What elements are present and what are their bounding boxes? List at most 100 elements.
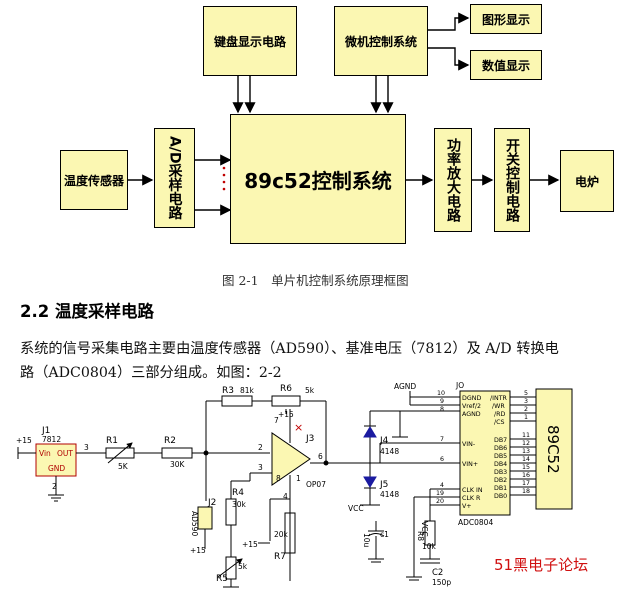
mcu-control-block: 微机控制系统 bbox=[334, 6, 428, 76]
svg-text:10: 10 bbox=[437, 390, 445, 397]
svg-text:DB5: DB5 bbox=[494, 453, 507, 460]
mcu-89c52-chip bbox=[535, 388, 573, 510]
r7-label: R7 bbox=[274, 552, 286, 562]
svg-text:DB0: DB0 bbox=[494, 493, 507, 500]
c1-value: 10u bbox=[362, 533, 371, 548]
adc-left-pin-numbers: 10 9 8 7 6 4 19 20 bbox=[436, 390, 445, 505]
adc-right-pin-numbers: 5 3 2 1 11 12 13 14 15 16 17 18 bbox=[522, 390, 530, 495]
svg-text:DB1: DB1 bbox=[494, 485, 507, 492]
jo-label: JO bbox=[455, 381, 464, 390]
arrow-to-graphic bbox=[428, 12, 470, 31]
paragraph-line-1: 系统的信号采集电路主要由温度传感器（AD590）、基准电压（7812）及 A/D… bbox=[20, 341, 559, 357]
c2-value: 150p bbox=[432, 578, 451, 587]
opamp-pin6: 6 bbox=[318, 452, 323, 461]
svg-text:18: 18 bbox=[522, 488, 530, 495]
r2-label: R2 bbox=[164, 436, 176, 446]
j4-value: 4148 bbox=[380, 447, 399, 456]
r6-resistor bbox=[271, 395, 301, 407]
j2-ad590 bbox=[197, 506, 213, 530]
keyboard-display-block: 键盘显示电路 bbox=[203, 6, 297, 76]
plus15-top-label: +15 bbox=[278, 410, 294, 419]
svg-text:5: 5 bbox=[524, 390, 528, 397]
r4-value: 30k bbox=[232, 500, 247, 509]
figure-caption: 图 2-1 单片机控制系统原理框图 bbox=[222, 273, 409, 288]
temperature-sampling-schematic: J1 7812 Vin OUT GND 3 2 +15 R1 5K R2 30K… bbox=[16, 381, 573, 588]
plus15-input-label: +15 bbox=[16, 436, 32, 445]
plus15-mid-label: +15 bbox=[242, 540, 258, 549]
svg-text:VIN-: VIN- bbox=[462, 441, 475, 448]
svg-text:1: 1 bbox=[524, 414, 528, 421]
r5-value: 5k bbox=[238, 562, 248, 571]
opamp-pin2: 2 bbox=[258, 443, 263, 452]
svg-text:DB4: DB4 bbox=[494, 461, 507, 468]
opamp-pin4: 4 bbox=[283, 492, 288, 501]
r1-value: 5K bbox=[118, 462, 129, 471]
j1-vin-label: Vin bbox=[39, 449, 51, 458]
svg-text:6: 6 bbox=[440, 456, 444, 463]
j5-value: 4148 bbox=[380, 490, 399, 499]
svg-text:12: 12 bbox=[522, 440, 530, 447]
ad590-label: AD590 bbox=[190, 511, 199, 536]
svg-text:11: 11 bbox=[522, 432, 530, 439]
block-diagram-connectors bbox=[128, 12, 560, 216]
j1-label: J1 bbox=[41, 426, 50, 436]
svg-text:8: 8 bbox=[440, 406, 444, 413]
svg-text:14: 14 bbox=[522, 456, 530, 463]
r8-value: 10k bbox=[422, 542, 437, 551]
r7-value: 20k bbox=[274, 530, 289, 539]
opamp-pin7: 7 bbox=[274, 416, 279, 425]
j1-pin2-label: 2 bbox=[52, 482, 57, 491]
opamp-pin1: 1 bbox=[296, 474, 301, 483]
svg-text:DGND: DGND bbox=[462, 395, 481, 402]
j4-label: J4 bbox=[379, 436, 389, 446]
svg-text:9: 9 bbox=[440, 398, 444, 405]
svg-text:3: 3 bbox=[524, 398, 528, 405]
opamp-pin3: 3 bbox=[258, 463, 263, 472]
svg-text:/WR: /WR bbox=[492, 403, 505, 410]
j3-label: J3 bbox=[305, 434, 314, 444]
svg-text:V+: V+ bbox=[462, 503, 472, 510]
graphic-display-block: 图形显示 bbox=[470, 4, 542, 34]
power-amp-block: 功率放大电路 bbox=[434, 128, 472, 232]
svg-text:13: 13 bbox=[522, 448, 530, 455]
cpu-block: 89c52控制系统 bbox=[230, 114, 406, 244]
svg-text:DB6: DB6 bbox=[494, 445, 507, 452]
opamp-pin8: 8 bbox=[276, 474, 281, 483]
agnd-label: AGND bbox=[394, 382, 416, 391]
vcc2-label: VCC bbox=[420, 521, 429, 537]
svg-text:15: 15 bbox=[522, 464, 530, 471]
svg-text:CLK IN: CLK IN bbox=[462, 487, 483, 494]
op07-label: OP07 bbox=[306, 480, 326, 489]
r4-label: R4 bbox=[232, 488, 244, 498]
svg-text:/RD: /RD bbox=[494, 411, 505, 418]
c1-label: c1 bbox=[380, 530, 389, 539]
j1-gnd-label: GND bbox=[48, 464, 65, 473]
adc-label: ADC0804 bbox=[458, 518, 493, 527]
r3-resistor bbox=[221, 395, 253, 407]
r1-label: R1 bbox=[106, 436, 118, 446]
j1-pin3-label: 3 bbox=[84, 443, 89, 452]
numeric-display-block: 数值显示 bbox=[470, 50, 542, 80]
plus15-left-label: +15 bbox=[190, 546, 206, 555]
j4-diode bbox=[363, 426, 377, 438]
mcu-label: 89C52 bbox=[544, 425, 562, 474]
switch-control-block: 开关控制电路 bbox=[494, 128, 530, 232]
svg-text:VIN+: VIN+ bbox=[462, 461, 478, 468]
svg-text:DB7: DB7 bbox=[494, 437, 507, 444]
svg-text:2: 2 bbox=[524, 406, 528, 413]
temp-sensor-block: 温度传感器 bbox=[60, 150, 128, 210]
section-heading: 2.2 温度采样电路 bbox=[20, 302, 154, 321]
svg-text:7: 7 bbox=[440, 436, 444, 443]
j5-diode bbox=[363, 476, 377, 488]
forum-watermark: 51黑电子论坛 bbox=[494, 556, 589, 574]
adc0804-chip bbox=[459, 390, 511, 516]
j1-out-label: OUT bbox=[57, 449, 73, 458]
r6-value: 5k bbox=[305, 386, 315, 395]
svg-text:DB3: DB3 bbox=[494, 469, 507, 476]
adc-right-pin-labels: /INTR /WR /RD /CS DB7 DB6 DB5 DB4 DB3 DB… bbox=[490, 395, 508, 500]
svg-text:16: 16 bbox=[522, 472, 530, 479]
r3-value: 81k bbox=[240, 386, 255, 395]
furnace-block: 电炉 bbox=[560, 150, 614, 212]
svg-text:Vref/2: Vref/2 bbox=[462, 403, 481, 410]
svg-text:19: 19 bbox=[436, 490, 444, 497]
